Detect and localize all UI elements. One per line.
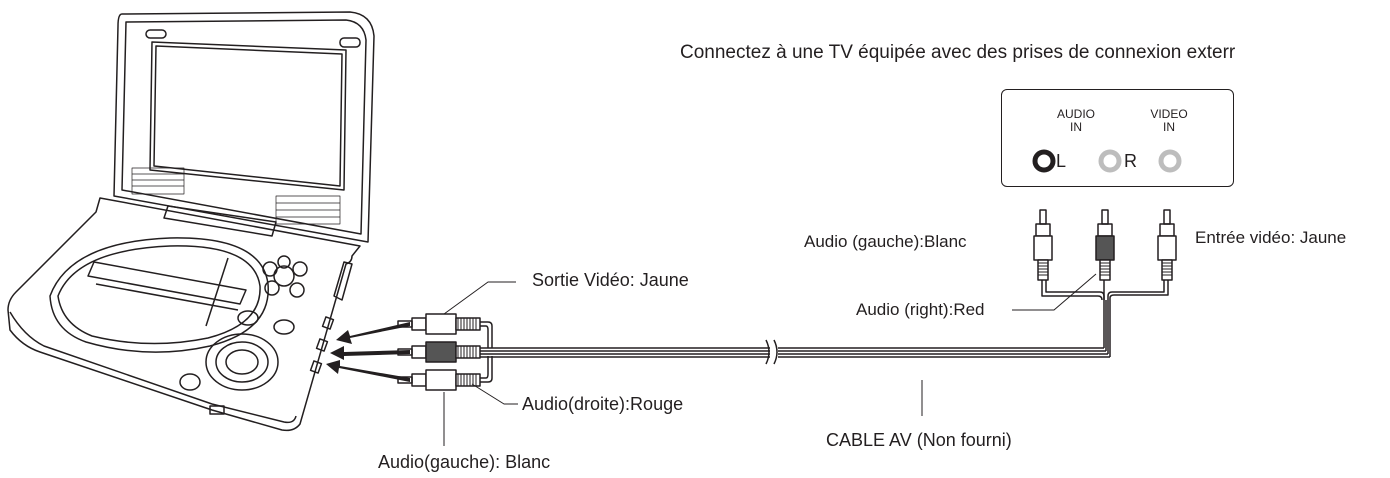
audio-left-jack xyxy=(1032,149,1056,173)
audio-right-jack xyxy=(1098,149,1122,173)
av-cable xyxy=(480,280,1169,383)
tv-input-panel xyxy=(1001,89,1234,187)
tv-rca-plugs xyxy=(1033,209,1177,281)
tv-audio-right-label: Audio (right):Red xyxy=(856,300,985,319)
right-channel-label: R xyxy=(1124,151,1137,171)
audio-in-label: AUDIO IN xyxy=(1056,107,1095,134)
leader-lines xyxy=(443,273,1097,446)
tv-jacks xyxy=(1032,149,1182,173)
dvd-player-illustration xyxy=(7,11,375,432)
audio-right-out-label: Audio(droite):Rouge xyxy=(522,394,684,414)
connection-instruction-heading: Connectez à une TV équipée avec des pris… xyxy=(680,42,1236,63)
connection-arrows xyxy=(326,322,410,382)
left-channel-label: L xyxy=(1056,151,1067,171)
cable-label: CABLE AV (Non fourni) xyxy=(826,430,1012,450)
tv-audio-left-label: Audio (gauche):Blanc xyxy=(804,232,967,251)
tv-video-label: Entrée vidéo: Jaune xyxy=(1195,228,1347,247)
video-jack xyxy=(1158,149,1182,173)
audio-left-out-label: Audio(gauche): Blanc xyxy=(378,452,551,472)
video-out-label: Sortie Vidéo: Jaune xyxy=(532,270,689,290)
video-in-label: VIDEO IN xyxy=(1150,107,1188,134)
player-rca-plugs xyxy=(397,313,481,391)
